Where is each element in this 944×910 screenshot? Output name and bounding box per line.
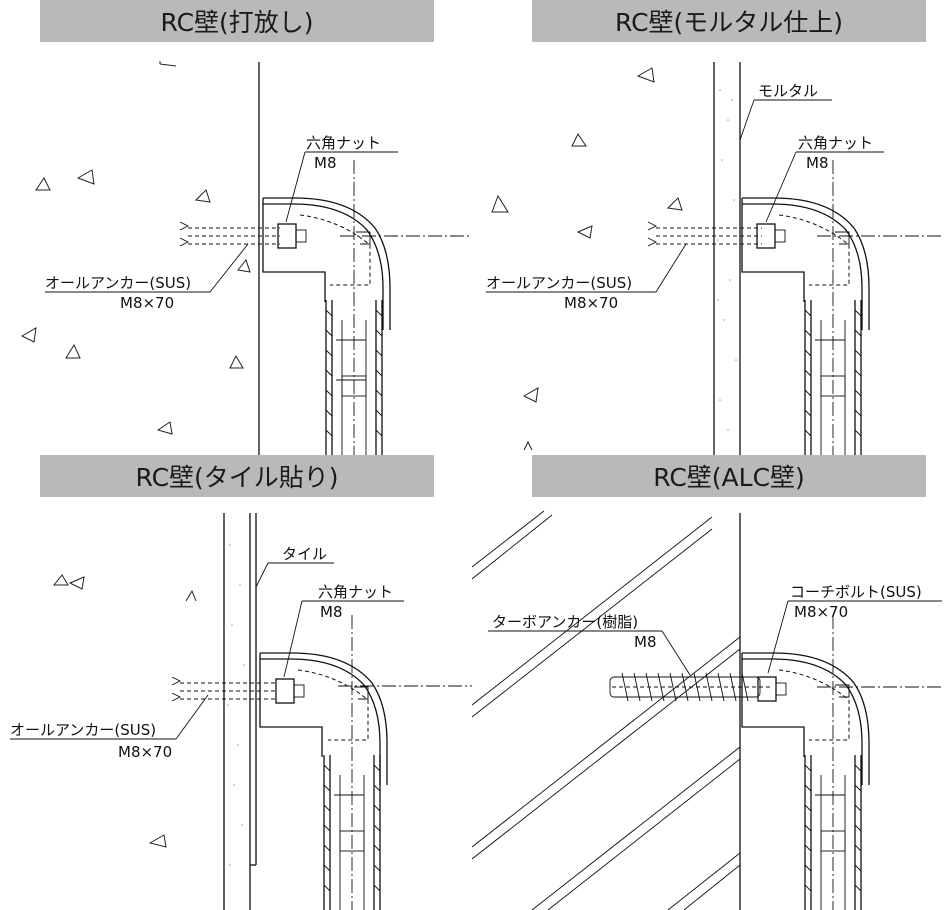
bolt-label: コーチボルト(SUS) [790, 583, 922, 601]
panel-rc-tile: RC壁(タイル貼り) [0, 455, 472, 910]
anchor-bolt [171, 676, 278, 702]
nut-size-label: M8 [320, 603, 343, 621]
detail-drawing: コーチボルト(SUS) M8×70 ターボアンカー(樹脂) M8 [472, 510, 944, 910]
mortar-texture [227, 544, 245, 866]
nut-label: 六角ナット [318, 583, 393, 601]
nut-label: 六角ナット [798, 134, 873, 152]
finish-label: モルタル [758, 82, 818, 100]
anchor-size-label: M8 [634, 633, 657, 651]
bolt-size-label: M8×70 [794, 603, 848, 621]
finish-label: タイル [282, 545, 327, 563]
panel-title: RC壁(打放し) [40, 0, 434, 42]
turbo-anchor [609, 672, 772, 702]
detail-drawing: タイル 六角ナット M8 オールアンカー(SUS) M8×70 [10, 513, 472, 910]
anchor-size-label: M8×70 [120, 294, 174, 312]
anchor-bolt [179, 221, 280, 247]
concrete-aggregate [491, 67, 683, 451]
anchor-label: ターボアンカー(樹脂) [492, 613, 638, 631]
anchor-bolt [647, 221, 762, 247]
anchor-label: オールアンカー(SUS) [10, 721, 156, 739]
anchor-size-label: M8×70 [118, 743, 172, 761]
alc-hatch [472, 510, 741, 910]
panel-title: RC壁(ALC壁) [532, 455, 926, 497]
anchor-label: オールアンカー(SUS) [45, 274, 191, 292]
handrail-post [325, 300, 383, 455]
anchor-size-label: M8×70 [564, 294, 618, 312]
handrail-post [804, 300, 862, 455]
handrail-post [323, 755, 381, 910]
detail-drawing: モルタル 六角ナット M8 オールアンカー(SUS) M8×70 [486, 62, 944, 455]
nut-label: 六角ナット [306, 134, 381, 152]
handrail-bracket [259, 652, 388, 785]
mortar-texture [717, 89, 737, 431]
panel-title: RC壁(タイル貼り) [40, 455, 434, 497]
detail-drawing: 六角ナット M8 オールアンカー(SUS) M8×70 [20, 61, 472, 455]
panel-rc-bare: RC壁(打放し) [0, 0, 472, 455]
panel-alc: RC壁(ALC壁) [472, 455, 944, 910]
nut-size-label: M8 [314, 154, 337, 172]
anchor-label: オールアンカー(SUS) [486, 274, 632, 292]
handrail-post [804, 755, 862, 910]
handrail-bracket [262, 197, 391, 330]
handrail-bracket [741, 197, 870, 330]
concrete-aggregate [20, 61, 251, 435]
concrete-aggregate [52, 574, 197, 848]
panel-title: RC壁(モルタル仕上) [532, 0, 926, 42]
nut-size-label: M8 [806, 154, 829, 172]
handrail-bracket [741, 652, 870, 785]
panel-rc-mortar: RC壁(モルタル仕上) [472, 0, 944, 455]
